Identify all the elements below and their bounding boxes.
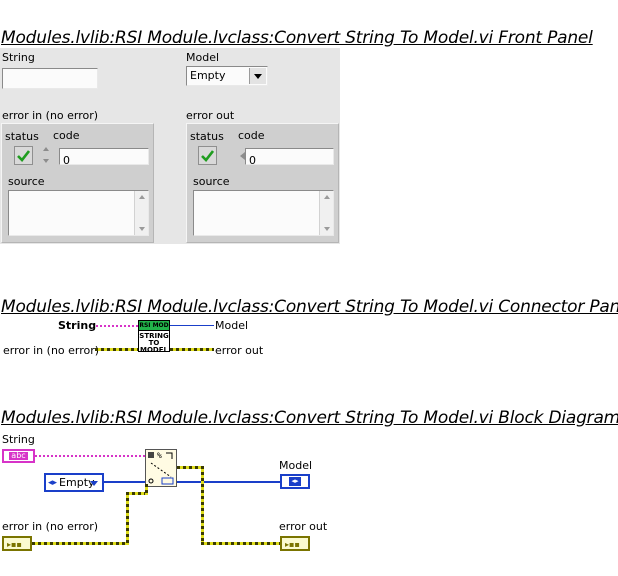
error-in-source-field[interactable] xyxy=(8,190,149,236)
error-out-code-label: code xyxy=(238,129,265,142)
error-out-label: error out xyxy=(186,109,235,122)
error-in-label: error in (no error) xyxy=(2,109,99,122)
bd-enum-wire xyxy=(104,481,145,483)
error-in-code-stepper[interactable] xyxy=(42,147,50,163)
string-control[interactable] xyxy=(2,68,98,89)
scroll-up-icon xyxy=(324,195,330,199)
error-in-status-checkbox[interactable] xyxy=(14,146,33,165)
scroll-down-icon xyxy=(139,227,145,231)
connector-output-model: Model xyxy=(215,319,249,332)
connector-string-wire xyxy=(96,325,138,327)
dropdown-arrow-icon[interactable] xyxy=(249,68,266,84)
scroll-up-icon xyxy=(139,195,145,199)
error-in-status-label: status xyxy=(5,130,39,143)
scan-from-string-node[interactable]: % xyxy=(145,449,177,487)
front-panel-heading: Modules.lvlib:RSI Module.lvclass:Convert… xyxy=(1,28,593,48)
error-out-code-marker-icon xyxy=(240,152,245,160)
connector-input-error: error in (no error) xyxy=(3,344,100,357)
source-scrollbar[interactable] xyxy=(134,191,148,235)
model-label: Model xyxy=(186,51,220,64)
model-enum-control[interactable]: Empty xyxy=(186,66,268,86)
error-cluster-icon: ▸▪▪ xyxy=(7,540,22,549)
enum-terminal-icon: ◂▸ xyxy=(289,477,301,486)
error-out-source-field xyxy=(193,190,334,236)
error-out-status-indicator xyxy=(198,146,217,165)
source-scrollbar[interactable] xyxy=(319,191,333,235)
bd-error-in-wire-h2 xyxy=(126,492,145,495)
error-in-source-label: source xyxy=(8,175,45,188)
model-indicator-terminal[interactable]: ◂▸ xyxy=(280,474,310,489)
error-cluster-icon: ▸▪▪ xyxy=(285,540,300,549)
block-diagram-heading: Modules.lvlib:RSI Module.lvclass:Convert… xyxy=(1,408,618,428)
error-out-code-value: 0 xyxy=(249,154,256,167)
bd-error-in-wire-v2 xyxy=(145,484,148,495)
connector-error-out-wire xyxy=(170,348,214,351)
error-out-source-label: source xyxy=(193,175,230,188)
enum-increment-icon: ◂▸ xyxy=(48,477,58,488)
enum-dropdown-icon xyxy=(90,481,98,486)
connector-model-wire xyxy=(170,325,214,326)
error-in-code-value: 0 xyxy=(63,154,70,167)
bd-model-label: Model xyxy=(279,459,313,472)
error-in-terminal[interactable]: ▸▪▪ xyxy=(2,536,32,551)
error-in-code-label: code xyxy=(53,129,80,142)
enum-constant-value: Empty xyxy=(59,476,95,489)
connector-error-in-wire xyxy=(95,348,138,351)
connector-input-string: String xyxy=(58,319,97,332)
connector-output-error: error out xyxy=(215,344,264,357)
checkmark-icon xyxy=(17,149,30,162)
string-control-terminal[interactable]: abc xyxy=(2,449,35,463)
error-out-code-field: 0 xyxy=(245,148,334,167)
vi-icon-text-3: MODEL xyxy=(140,346,168,354)
bd-error-in-wire-v xyxy=(126,492,129,545)
enum-constant[interactable]: ◂▸ Empty xyxy=(44,473,104,492)
svg-text:%: % xyxy=(157,451,162,460)
bd-error-out-label: error out xyxy=(279,520,328,533)
vi-icon: RSI MOD STRING TO MODEL xyxy=(138,320,170,354)
error-in-code-field[interactable]: 0 xyxy=(59,148,149,167)
error-out-status-label: status xyxy=(190,130,224,143)
bd-error-out-wire-v xyxy=(201,466,204,545)
front-panel: String Model Empty error in (no error) s… xyxy=(0,48,340,244)
connector-pane-heading: Modules.lvlib:RSI Module.lvclass:Convert… xyxy=(1,297,618,317)
bd-error-in-wire-h1 xyxy=(32,542,128,545)
string-label: String xyxy=(2,51,35,64)
vi-icon-text-2: TO xyxy=(148,339,160,347)
vi-icon-banner: RSI MOD xyxy=(139,321,169,331)
bd-error-out-wire-h1 xyxy=(177,466,203,469)
checkmark-icon xyxy=(201,149,214,162)
scroll-down-icon xyxy=(324,227,330,231)
error-in-cluster: status code 0 source xyxy=(1,123,154,243)
scan-string-icon: % xyxy=(148,451,174,485)
error-out-terminal[interactable]: ▸▪▪ xyxy=(280,536,310,551)
bd-error-in-label: error in (no error) xyxy=(2,520,99,533)
bd-string-wire xyxy=(35,455,145,457)
bd-model-wire xyxy=(177,481,280,483)
string-terminal-text: abc xyxy=(9,451,28,460)
bd-string-label: String xyxy=(2,433,35,446)
error-out-cluster: status code 0 source xyxy=(186,123,339,243)
bd-error-out-wire-h2 xyxy=(201,542,281,545)
model-enum-value: Empty xyxy=(190,69,226,82)
vi-icon-text-1: STRING xyxy=(139,332,169,340)
